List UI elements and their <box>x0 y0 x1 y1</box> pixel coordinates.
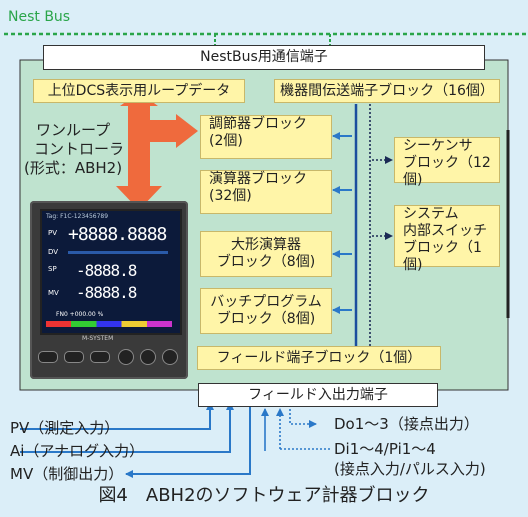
controller-label-3: (形式：ABH2) <box>24 159 123 177</box>
regulator-block-count: (2個) <box>209 133 243 149</box>
large-calculator-count: ブロック（8個) <box>216 254 316 270</box>
device-button-4[interactable] <box>118 349 134 365</box>
device-bottom-line: FN0 +000.00 % <box>56 311 104 318</box>
device-button-3[interactable] <box>90 351 110 363</box>
regulator-block-title: 調節器ブロック <box>209 116 307 132</box>
controller-device: Tag: F1C-123456789 PV +8888.8888 DV SP -… <box>30 201 188 379</box>
regulator-block: 調節器ブロック (2個) <box>200 115 332 159</box>
system-switch-line3: ブロック（1個) <box>403 240 482 273</box>
do-output-label: Do1～3（接点出力） <box>334 415 479 433</box>
device-button-2[interactable] <box>64 351 84 363</box>
field-terminal-block: フィールド端子ブロック（1個） <box>197 346 441 370</box>
nestbus-label: Nest Bus <box>8 9 71 25</box>
device-sp-value: -8888.8 <box>76 261 137 280</box>
system-switch-block: システム 内部スイッチ ブロック（1個) <box>394 205 500 273</box>
device-button-1[interactable] <box>38 351 58 363</box>
device-mv-label: MV <box>48 289 59 297</box>
sequencer-count: ブロック（12個) <box>403 155 491 188</box>
field-io-terminal: フィールド入出力端子 <box>198 383 438 407</box>
di-input-label-2: (接点入力/パルス入力) <box>334 460 486 478</box>
sequencer-title: シーケンサ <box>403 138 473 154</box>
large-calculator-title: 大形演算器 <box>231 237 301 253</box>
system-switch-line2: 内部スイッチ <box>403 223 487 239</box>
dcs-loop-data: 上位DCS表示用ループデータ <box>33 79 245 103</box>
device-mv-value: -8888.8 <box>76 283 137 302</box>
device-pv-value: +8888.8888 <box>68 224 167 245</box>
device-button-6[interactable] <box>162 349 178 365</box>
batch-program-title: バッチプログラム <box>210 294 322 310</box>
device-tag: Tag: F1C-123456789 <box>46 213 109 220</box>
ai-input-label: Ai（アナログ入力） <box>10 442 145 460</box>
nestbus-terminal: NestBus用通信端子 <box>43 45 485 70</box>
device-sp-label: SP <box>48 265 57 273</box>
calculator-block-count: (32個) <box>209 188 252 204</box>
device-screen: Tag: F1C-123456789 PV +8888.8888 DV SP -… <box>40 209 182 335</box>
device-brand: M-SYSTEM <box>82 335 114 342</box>
controller-label-2: コントローラ <box>34 140 125 158</box>
di-input-label-1: Di1～4/Pi1～4 <box>334 440 436 458</box>
device-pv-label: PV <box>48 229 58 237</box>
batch-program-block: バッチプログラム ブロック（8個) <box>200 288 332 334</box>
large-calculator-block: 大形演算器 ブロック（8個) <box>200 231 332 277</box>
controller-label-1: ワンループ <box>36 121 111 139</box>
inter-device-block: 機器間伝送端子ブロック（16個） <box>274 79 500 103</box>
sequencer-block: シーケンサ ブロック（12個) <box>394 137 500 188</box>
calculator-block: 演算器ブロック (32個) <box>200 170 332 214</box>
device-button-5[interactable] <box>140 349 156 365</box>
batch-program-count: ブロック（8個) <box>216 311 316 327</box>
device-dv-label: DV <box>48 248 59 256</box>
device-dv-bar <box>68 251 168 254</box>
system-switch-line1: システム <box>403 206 459 222</box>
pv-input-label: PV（測定入力） <box>10 419 120 437</box>
calculator-block-title: 演算器ブロック <box>209 171 307 187</box>
figure-caption: 図4 ABH2のソフトウェア計器ブロック <box>98 485 430 506</box>
mv-output-label: MV（制御出力） <box>10 465 124 483</box>
device-status-bar <box>46 321 172 327</box>
